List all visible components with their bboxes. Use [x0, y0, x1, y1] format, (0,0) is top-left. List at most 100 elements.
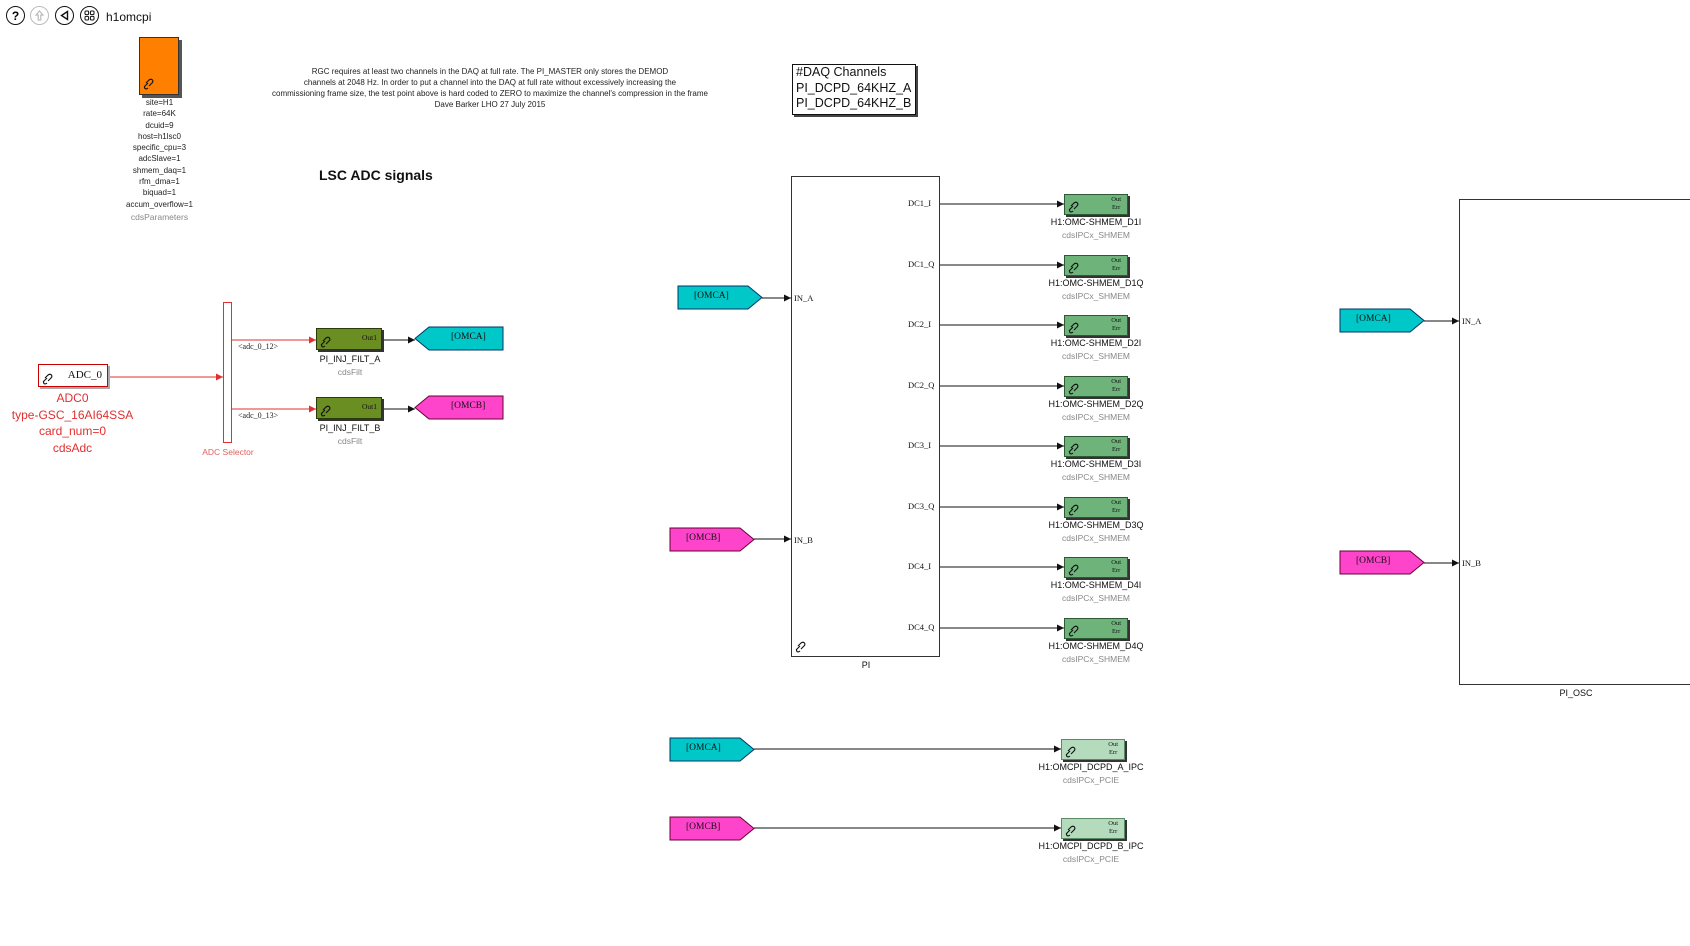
param-line: site=H1	[145, 98, 174, 107]
adc-info-line: type-GSC_16AI64SSA	[11, 407, 134, 422]
filter-block-a[interactable]: Out1	[316, 328, 382, 350]
filter-block-b[interactable]: Out1	[316, 397, 382, 419]
shmem-caption: cdsIPCx_SHMEM	[1061, 593, 1130, 603]
wire-arrowhead	[216, 373, 223, 381]
tag-label: [OMCB]	[686, 822, 721, 832]
wire-arrowhead	[1057, 624, 1064, 632]
selector-output-label: <adc_0_12>	[238, 342, 279, 351]
tag-label: [OMCB]	[1356, 556, 1391, 566]
pi-output-label: DC4_Q	[908, 622, 935, 632]
port-out-label: Out	[1111, 559, 1121, 566]
pi-output-label: DC2_Q	[908, 380, 935, 390]
port-err-label: Err	[1111, 324, 1121, 332]
pi-output-label: DC1_Q	[908, 259, 935, 269]
daq-line: #DAQ Channels	[796, 65, 887, 79]
wire-arrowhead	[1057, 503, 1064, 511]
adc-info: ADC0 type-GSC_16AI64SSA card_num=0 cdsAd…	[0, 390, 145, 456]
tag-label: [OMCB]	[451, 401, 486, 411]
port-out-label: Out	[1111, 499, 1121, 506]
param-line: rfm_dma=1	[139, 177, 180, 187]
port-err-label: Err	[1111, 445, 1121, 453]
ipc-name: H1:OMCPI_DCPD_B_IPC	[1038, 841, 1144, 851]
param-line: specific_cpu=3	[132, 143, 187, 153]
daq-channels-block[interactable]: #DAQ Channels PI_DCPD_64KHZ_A PI_DCPD_64…	[792, 64, 916, 115]
port-out-label: Out	[1111, 620, 1121, 627]
adc-info-line: card_num=0	[38, 424, 107, 438]
adc-info-line: cdsAdc	[52, 440, 93, 455]
ipc-caption: cdsIPCx_PCIE	[1062, 854, 1120, 864]
port-err-label: Err	[1111, 506, 1121, 514]
param-line: dcuid=9	[145, 120, 174, 130]
port-out-label: Out	[1108, 741, 1118, 748]
port-out-label: Out	[1111, 438, 1121, 445]
pi-input-label: IN_B	[794, 535, 813, 545]
help-icon[interactable]: ?	[6, 6, 25, 25]
cds-parameters-block[interactable]	[139, 37, 179, 95]
wire-arrowhead	[784, 535, 791, 543]
wire-arrowhead	[1057, 442, 1064, 450]
tag-label: [OMCA]	[686, 743, 721, 753]
param-line: biquad=1	[142, 188, 177, 198]
filter-caption: cdsFilt	[337, 436, 363, 446]
browse-icon[interactable]	[80, 6, 99, 25]
port-err-label: Err	[1111, 566, 1121, 574]
port-out-label: Out	[1108, 820, 1118, 827]
note-line: commissioning frame size, the test point…	[272, 89, 708, 98]
link-icon	[320, 405, 331, 417]
pi-subsystem-block[interactable]	[791, 176, 940, 657]
port-err-label: Err	[1111, 264, 1121, 272]
pi-osc-subsystem-block[interactable]	[1459, 199, 1690, 685]
pi-output-label: DC3_Q	[908, 501, 935, 511]
shmem-caption: cdsIPCx_SHMEM	[1061, 291, 1130, 301]
link-icon	[1068, 625, 1079, 637]
adc-block[interactable]: ADC_0	[38, 364, 108, 387]
shmem-name: H1:OMC-SHMEM_D2I	[1050, 338, 1142, 348]
link-icon	[1068, 262, 1079, 274]
link-icon	[795, 641, 806, 653]
filter-port-label: Out1	[362, 402, 377, 411]
adc-selector-block[interactable]	[223, 302, 232, 443]
wire-arrowhead	[1054, 824, 1061, 832]
shmem-name: H1:OMC-SHMEM_D1Q	[1048, 278, 1144, 288]
wire-arrowhead	[1452, 559, 1459, 567]
tag-label: [OMCB]	[686, 533, 721, 543]
wire-arrowhead	[1452, 317, 1459, 325]
shmem-name: H1:OMC-SHMEM_D3I	[1050, 459, 1142, 469]
tag-label: [OMCA]	[451, 332, 486, 342]
port-err-label: Err	[1111, 203, 1121, 211]
back-icon[interactable]	[55, 6, 74, 25]
daq-line: PI_DCPD_64KHZ_B	[796, 96, 912, 110]
link-icon	[1065, 825, 1076, 837]
shmem-name: H1:OMC-SHMEM_D2Q	[1048, 399, 1144, 409]
link-icon	[1068, 201, 1079, 213]
go-to-parent-icon[interactable]	[30, 6, 49, 25]
link-icon	[1068, 383, 1079, 395]
daq-line: PI_DCPD_64KHZ_A	[796, 80, 912, 95]
link-icon	[42, 373, 53, 385]
annotation-note: RGC requires at least two channels in th…	[220, 66, 760, 110]
wire-arrowhead	[1057, 261, 1064, 269]
filter-caption: cdsFilt	[337, 367, 363, 377]
wire-arrowhead	[784, 294, 791, 302]
shmem-caption: cdsIPCx_SHMEM	[1061, 533, 1130, 543]
note-line: RGC requires at least two channels in th…	[311, 67, 669, 76]
link-icon	[1068, 504, 1079, 516]
shmem-caption: cdsIPCx_SHMEM	[1061, 230, 1130, 240]
port-err-label: Err	[1111, 385, 1121, 393]
